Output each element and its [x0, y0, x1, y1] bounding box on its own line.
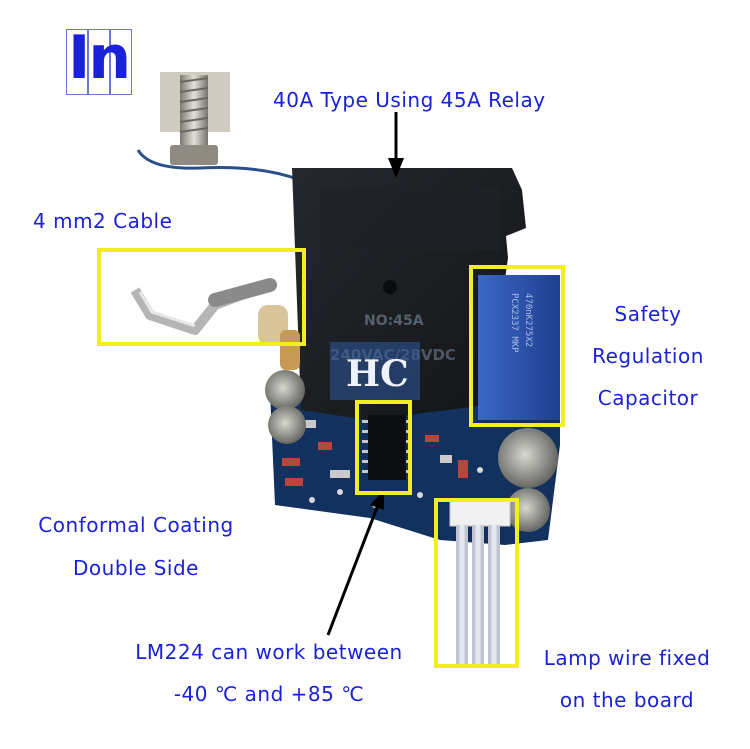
capacitor-label-line3: Capacitor [597, 386, 699, 410]
coating-label-line2: Double Side [73, 556, 199, 580]
watermark-text: HC [346, 353, 409, 395]
cable-highlight-box [97, 248, 306, 346]
capacitor-label-line2: Regulation [592, 344, 704, 368]
blue-wire [136, 149, 301, 182]
lm224-label-line1: LM224 can work between [135, 640, 403, 664]
relay-marking-1: NO:45A [364, 313, 424, 329]
lamp-label-line2: on the board [559, 688, 695, 712]
capacitor-marking-1: 470nK275X2 [523, 293, 533, 347]
safety-capacitor: 470nK275X2 PCX2337 MKP [478, 275, 560, 420]
watermark-box [330, 342, 420, 400]
lamp-wire [449, 499, 511, 665]
capacitor-highlight-box [469, 265, 565, 427]
brand-logo: In [66, 23, 133, 95]
lm224-label-line2: -40 ℃ and +85 ℃ [173, 682, 365, 706]
screw-terminal [160, 72, 230, 165]
lm224-chip [362, 415, 412, 480]
capacitor-marking-2: PCX2337 MKP [509, 293, 519, 353]
coating-label-line1: Conformal Coating [38, 513, 234, 537]
capacitor-label-line1: Safety [614, 302, 682, 326]
resistor [258, 305, 300, 370]
logo-text: In [68, 23, 131, 93]
annotation-arrows [326, 112, 404, 636]
relay-label: 40A Type Using 45A Relay [273, 88, 546, 112]
cable-label: 4 mm2 Cable [33, 209, 173, 233]
chip-highlight-box [355, 400, 412, 495]
lamp-label-line1: Lamp wire fixed [543, 646, 711, 670]
lamp-wire-highlight-box [434, 498, 519, 668]
cable-terminal [130, 278, 277, 335]
